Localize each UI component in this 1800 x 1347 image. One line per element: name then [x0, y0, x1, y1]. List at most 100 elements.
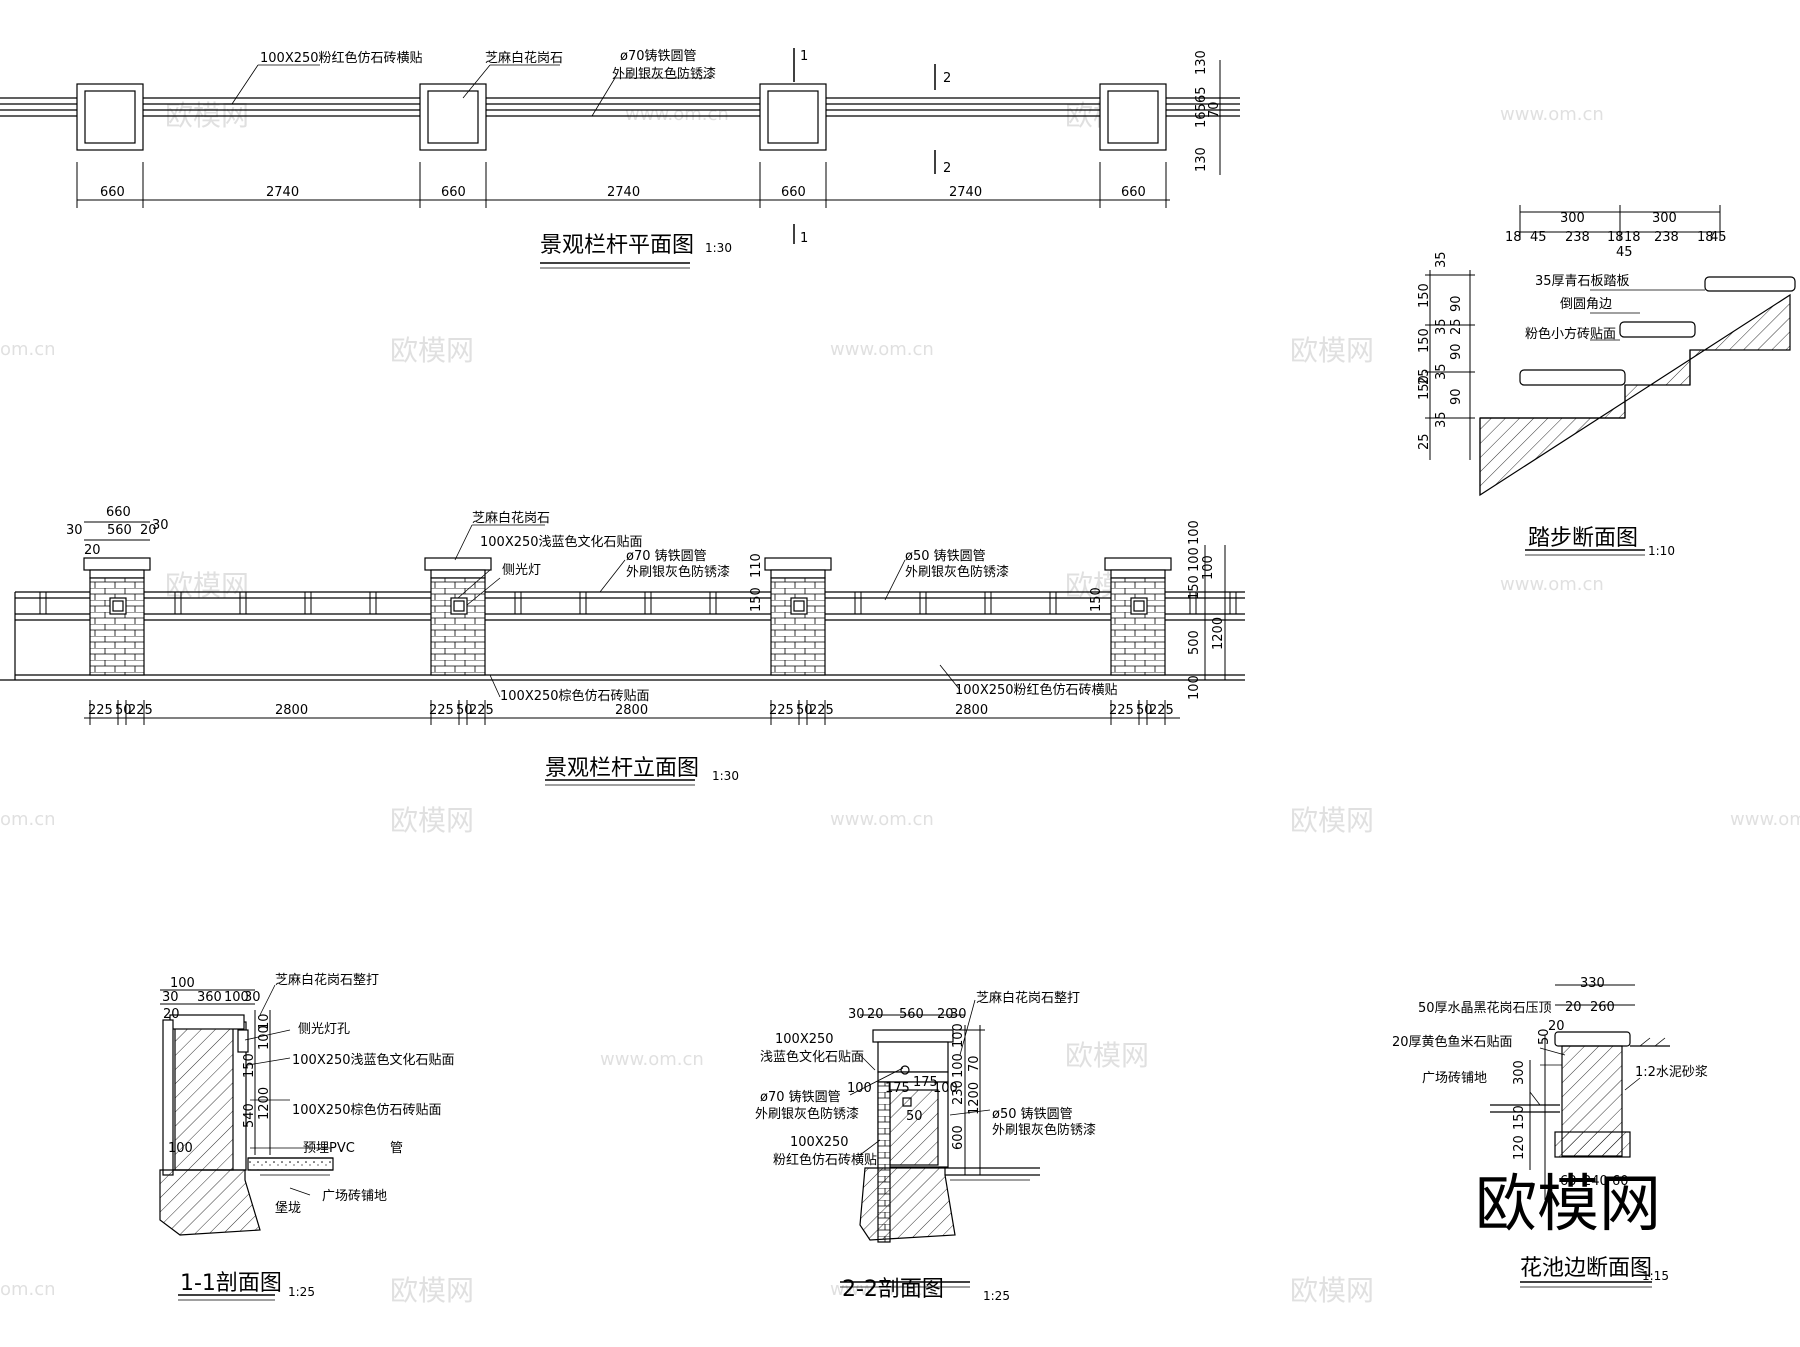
- svg-text:18: 18: [1697, 230, 1714, 245]
- watermark-brand: 欧模网: [1290, 804, 1374, 837]
- note-plaza-tile: 广场砖铺地: [322, 1189, 387, 1204]
- note-brown-tile: 100X250棕色仿石砖贴面: [500, 688, 650, 704]
- section-mark-1: 1: [800, 49, 808, 64]
- svg-text:560: 560: [899, 1007, 924, 1022]
- note-pink-tile: 100X250粉红色仿石砖横贴: [955, 682, 1118, 698]
- svg-text:100: 100: [1201, 555, 1216, 580]
- svg-text:150: 150: [1187, 575, 1202, 600]
- svg-text:60: 60: [1560, 1174, 1577, 1189]
- svg-text:100: 100: [951, 1053, 966, 1078]
- svg-text:30: 30: [950, 1007, 967, 1022]
- svg-text:18: 18: [1607, 230, 1624, 245]
- svg-text:90: 90: [1449, 295, 1464, 312]
- svg-text:300: 300: [1560, 211, 1585, 226]
- note-pipe: ø70铸铁圆管: [620, 48, 697, 64]
- section-1-1-labels: 100 30 360 100 30 20 100 10 100 150 540 …: [162, 972, 455, 1299]
- svg-text:225: 225: [769, 703, 794, 718]
- note-cement-mortar: 1:2水泥砂浆: [1635, 1065, 1708, 1080]
- svg-text:50: 50: [906, 1109, 923, 1124]
- svg-text:300: 300: [1652, 211, 1677, 226]
- svg-text:130: 130: [1194, 50, 1209, 75]
- watermark-brand: 欧模网: [390, 804, 474, 837]
- svg-text:238: 238: [1654, 230, 1679, 245]
- svg-text:175: 175: [913, 1075, 938, 1090]
- svg-text:30: 30: [162, 990, 179, 1005]
- svg-text:20: 20: [163, 1007, 180, 1022]
- note-pipe50: ø50 铸铁圆管: [905, 548, 986, 564]
- svg-text:540: 540: [242, 1103, 257, 1128]
- scale-label: 1:30: [705, 241, 732, 255]
- watermark-brand: 欧模网: [165, 569, 249, 602]
- note-granite: 芝麻白花岗石: [472, 510, 550, 526]
- svg-text:500: 500: [1187, 630, 1202, 655]
- svg-text:120: 120: [1512, 1135, 1527, 1160]
- note-plaza-tile: 广场砖铺地: [1422, 1071, 1487, 1086]
- note-blue-tile: 浅蓝色文化石贴面: [760, 1049, 864, 1065]
- note-paint: 外刷银灰色防锈漆: [626, 564, 730, 580]
- svg-text:150: 150: [749, 587, 764, 612]
- note-granite: 芝麻白花岗石: [485, 50, 563, 66]
- elevation-labels: 660 30 560 20 30 20 芝麻白花岗石 100X250浅蓝色文化石…: [66, 505, 1226, 783]
- scale-label: 1:25: [288, 1285, 315, 1299]
- svg-text:70: 70: [967, 1055, 982, 1072]
- svg-text:150: 150: [1089, 587, 1104, 612]
- note-blue-tile: 100X250浅蓝色文化石贴面: [292, 1052, 455, 1068]
- svg-text:60: 60: [1612, 1174, 1629, 1189]
- svg-text:20: 20: [140, 523, 157, 538]
- watermark-brand: 欧模网: [390, 334, 474, 367]
- note-yellow-stone: 20厚黄色鱼米石贴面: [1392, 1034, 1513, 1050]
- svg-text:100: 100: [257, 1025, 272, 1050]
- svg-text:300: 300: [1512, 1060, 1527, 1085]
- note-pink-tile: 100X250: [790, 1135, 849, 1150]
- svg-text:20: 20: [1548, 1019, 1565, 1034]
- scale-label: 1:30: [712, 769, 739, 783]
- watermark-url: www.om.cn: [625, 104, 729, 125]
- section-2-2: [840, 999, 1040, 1288]
- watermark-brand: 欧模网: [390, 1274, 474, 1307]
- svg-text:165: 165: [1194, 103, 1209, 128]
- note-paint: 外刷银灰色防锈漆: [905, 564, 1009, 580]
- svg-text:225: 225: [128, 703, 153, 718]
- svg-text:90: 90: [1449, 388, 1464, 405]
- plan-view: [0, 48, 1240, 269]
- svg-text:560: 560: [107, 523, 132, 538]
- note-pvc-pipe: 预埋PVC: [303, 1141, 355, 1156]
- svg-text:65: 65: [1194, 86, 1209, 103]
- svg-text:45: 45: [1616, 245, 1633, 260]
- watermark-url: www.om.cn: [1500, 574, 1604, 595]
- svg-text:660: 660: [106, 505, 131, 520]
- svg-text:25: 25: [1417, 433, 1432, 450]
- note-fill: 堡垅: [275, 1200, 301, 1216]
- svg-text:150: 150: [1417, 283, 1432, 308]
- svg-text:35: 35: [1434, 318, 1449, 335]
- watermark-url: om.cn: [0, 1279, 56, 1300]
- svg-text:10: 10: [257, 1013, 272, 1030]
- watermark-url: www.om.cn: [1500, 104, 1604, 125]
- svg-text:45: 45: [1710, 230, 1727, 245]
- svg-text:225: 225: [1149, 703, 1174, 718]
- planter-edge-labels: 330 20 260 50厚水晶黑花岗石压顶 20厚黄色鱼米石贴面 广场砖铺地 …: [1392, 976, 1708, 1283]
- drawing-title-section-2: 2-2剖面图: [842, 1277, 944, 1302]
- svg-text:260: 260: [1590, 1000, 1615, 1015]
- section-mark-2: 2: [943, 161, 951, 176]
- watermark-url: om.cn: [0, 809, 56, 830]
- section-2-2-labels: 30 20 560 20 30 芝麻白花岗石整打 100X250 浅蓝色文化石贴…: [755, 990, 1096, 1303]
- svg-text:50: 50: [1537, 1028, 1552, 1045]
- svg-text:20: 20: [867, 1007, 884, 1022]
- dim-label: 660: [781, 185, 806, 200]
- svg-text:50: 50: [1136, 703, 1153, 718]
- dim-label: 660: [441, 185, 466, 200]
- svg-text:25: 25: [1449, 318, 1464, 335]
- svg-text:35: 35: [1434, 251, 1449, 268]
- watermark-brand: 欧模网: [1290, 1274, 1374, 1307]
- svg-text:360: 360: [197, 990, 222, 1005]
- note-paint: 外刷银灰色防锈漆: [612, 66, 716, 82]
- drawing-title-planter-edge: 花池边断面图: [1520, 1256, 1652, 1281]
- svg-text:600: 600: [951, 1125, 966, 1150]
- note-pipe50: ø50 铸铁圆管: [992, 1106, 1073, 1122]
- section-mark-2: 2: [943, 71, 951, 86]
- drawing-title-elevation: 景观栏杆立面图: [545, 756, 699, 781]
- watermark-big-logo: 欧模网: [1475, 1167, 1661, 1240]
- plan-labels: 100X250粉红色仿石砖横贴 芝麻白花岗石 ø70铸铁圆管 外刷银灰色防锈漆 …: [100, 48, 1222, 258]
- note-paint: 外刷银灰色防锈漆: [992, 1122, 1096, 1138]
